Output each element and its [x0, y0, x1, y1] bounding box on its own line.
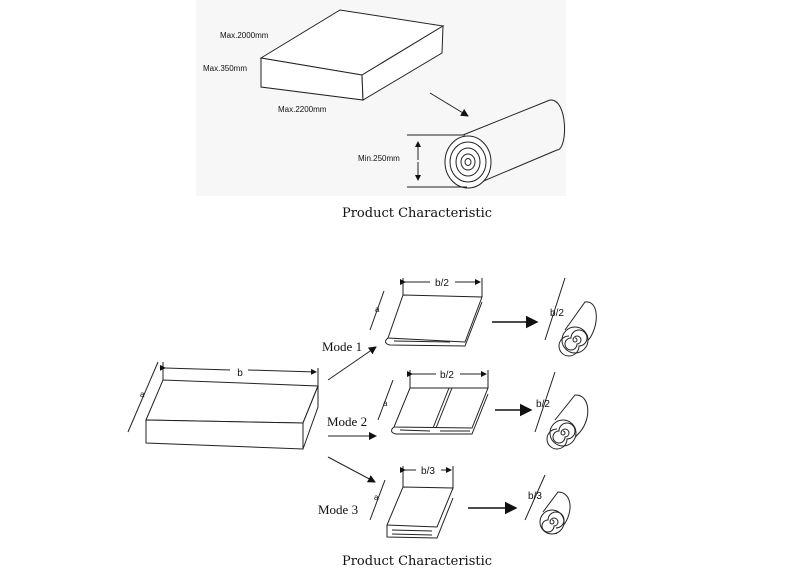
- mode-2-roll-label: b/2: [536, 399, 550, 410]
- mode-3-slab: [369, 466, 454, 539]
- mode-3-roll-label: b/3: [528, 491, 542, 502]
- mode-1-roll: [544, 277, 597, 357]
- block-height-label: a: [140, 390, 145, 399]
- mode-1-arrow-icon: [327, 346, 377, 381]
- mode-1-roll-label: b/2: [550, 308, 564, 319]
- mode-3-arrow-icon: [327, 456, 376, 483]
- max-length-label: Max.2200mm: [278, 105, 327, 114]
- mode-2-width-label: b/2: [440, 370, 454, 381]
- bottom-figure: b a Mode 1 Mode 2 Mode 3 b/2 a b/2: [127, 277, 597, 569]
- mode-2-label: Mode 2: [327, 414, 367, 429]
- mode-1-width-label: b/2: [435, 278, 449, 289]
- top-figure: Max.2000mm Max.350mm Max.2200mm Min.250m…: [196, 0, 566, 221]
- mode-3-height-label: a: [374, 493, 379, 502]
- max-width-label: Max.2000mm: [220, 31, 269, 40]
- top-caption: Product Characteristic: [342, 206, 492, 221]
- mode-1-height-label: a: [375, 305, 380, 314]
- arrow-icon: [429, 92, 469, 117]
- min-diameter-label: Min.250mm: [358, 154, 400, 163]
- mode-1-slab: [369, 278, 483, 347]
- bottom-caption: Product Characteristic: [342, 554, 492, 569]
- foam-roll: [444, 99, 565, 189]
- mode-2-roll: [534, 371, 589, 450]
- mode-3-label: Mode 3: [318, 502, 358, 517]
- source-block: [127, 361, 319, 450]
- mode-3-roll: [524, 474, 571, 535]
- mode-2-slab: [377, 370, 489, 435]
- block-length-label: b: [237, 368, 243, 379]
- roll-diameter-dimension: [407, 134, 467, 188]
- mode-3-width-label: b/3: [421, 466, 435, 477]
- mode-2-height-label: a: [383, 399, 388, 408]
- max-height-label: Max.350mm: [203, 64, 247, 73]
- mode-1-label: Mode 1: [322, 339, 362, 354]
- foam-block: [259, 9, 445, 101]
